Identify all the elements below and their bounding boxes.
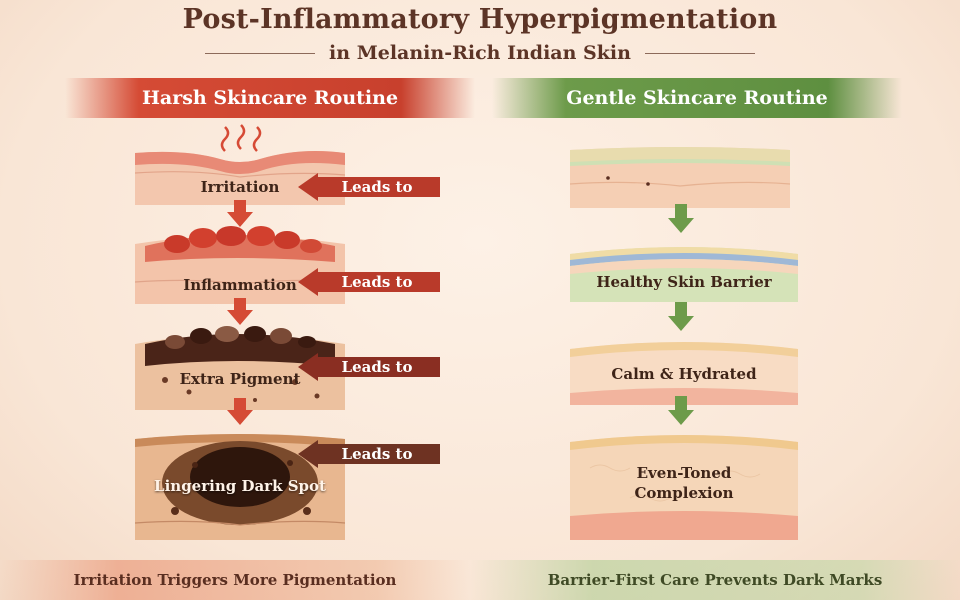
- stage-label-inflammation: Inflammation: [183, 276, 297, 294]
- green-down-arrow-3: [668, 396, 694, 425]
- down-arrow-3: [227, 398, 253, 425]
- healthy-barrier-skin-illustration: [570, 247, 798, 302]
- irritation-skin-illustration: [134, 124, 346, 205]
- initial-skin-illustration: [569, 147, 791, 208]
- green-down-arrow-2: [668, 302, 694, 331]
- leads-arrow-shape: [298, 173, 440, 201]
- gentle-stage-calm-hydrated: Calm & Hydrated: [570, 335, 798, 405]
- harsh-footer-caption: Irritation Triggers More Pigmentation: [0, 560, 470, 600]
- dark-spot-skin-illustration: [134, 434, 346, 540]
- harsh-stage-extra-pigment: Extra Pigment: [135, 320, 345, 410]
- stage-label-dark-spot: Lingering Dark Spot: [154, 477, 326, 495]
- gentle-stage-even-toned: Even-Toned Complexion: [570, 428, 798, 540]
- gentle-routine-banner: Gentle Skincare Routine: [492, 78, 902, 118]
- leads-to-label: Leads to: [341, 445, 413, 463]
- leads-to-arrow-1: Leads to: [298, 172, 440, 202]
- subtitle-row: in Melanin-Rich Indian Skin: [0, 40, 960, 66]
- subtitle-rule-left: [205, 52, 316, 54]
- gentle-footer-caption: Barrier-First Care Prevents Dark Marks: [470, 560, 960, 600]
- leads-arrow-shape: [298, 268, 440, 296]
- stage-label-extra-pigment: Extra Pigment: [179, 370, 301, 388]
- down-arrow-2: [227, 298, 253, 325]
- stage-label-healthy-barrier: Healthy Skin Barrier: [596, 273, 772, 291]
- gentle-stage-healthy-barrier: Healthy Skin Barrier: [570, 240, 798, 302]
- harsh-stage-inflammation: Inflammation: [134, 222, 346, 304]
- stage-label-irritation: Irritation: [200, 178, 280, 196]
- inflammation-skin-illustration: [134, 226, 346, 304]
- harsh-stage-irritation: Irritation: [134, 124, 346, 205]
- title: Post-Inflammatory Hyperpigmentation: [182, 4, 778, 35]
- leads-to-arrow-2: Leads to: [298, 267, 440, 297]
- harsh-routine-banner: Harsh Skincare Routine: [65, 78, 475, 118]
- leads-to-arrow-4: Leads to: [298, 439, 440, 469]
- subtitle: in Melanin-Rich Indian Skin: [329, 42, 631, 64]
- leads-to-label: Leads to: [341, 178, 413, 196]
- leads-arrow-shape: [298, 353, 440, 381]
- leads-arrow-shape: [298, 440, 440, 468]
- harsh-stage-dark-spot: Lingering Dark Spot: [134, 425, 346, 540]
- stage-label-even-toned: Even-Toned: [636, 464, 732, 482]
- even-toned-skin-illustration: [570, 435, 798, 540]
- leads-to-label: Leads to: [341, 358, 413, 376]
- leads-to-label: Leads to: [341, 273, 413, 291]
- stage-label-calm-hydrated: Calm & Hydrated: [611, 365, 757, 383]
- leads-to-arrow-3: Leads to: [298, 352, 440, 382]
- extra-pigment-skin-illustration: [135, 326, 345, 410]
- gentle-stage-initial: [569, 140, 791, 208]
- down-arrow-1: [227, 200, 253, 227]
- stage-label-complexion: Complexion: [634, 484, 734, 502]
- subtitle-rule-right: [644, 52, 755, 54]
- green-down-arrow-1: [668, 204, 694, 233]
